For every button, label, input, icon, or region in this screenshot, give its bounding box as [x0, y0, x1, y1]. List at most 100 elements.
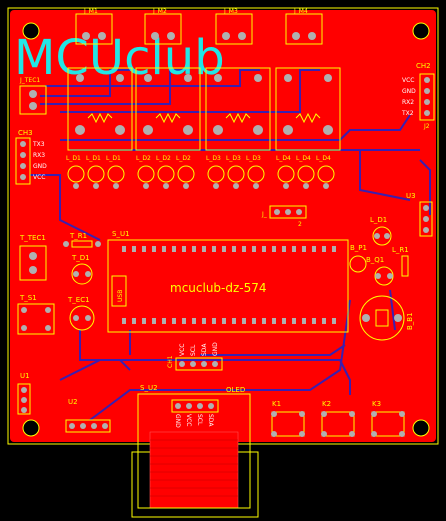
k1-body	[271, 411, 305, 437]
ch3-pad-3	[20, 163, 26, 169]
key-k2: K2	[321, 400, 355, 437]
relay-pad-1a	[82, 32, 90, 40]
t-ec1-pad-1	[73, 315, 79, 321]
motor-led-pad-2c	[183, 183, 189, 189]
small-header-pad-3	[296, 209, 302, 215]
k3-pad-2	[399, 411, 405, 417]
motor-led-2c	[177, 165, 195, 183]
s-u2-label: S_U2	[140, 384, 158, 392]
motor-led-label-1a: L_D1	[66, 155, 81, 162]
b-q1-pad-1	[375, 273, 381, 279]
motor-led-3a	[207, 165, 225, 183]
relay-label-3: J_M3	[223, 8, 238, 15]
k3-body	[371, 411, 405, 437]
relay-pad-1c	[76, 74, 84, 82]
relay-label-4: J_M4	[293, 8, 308, 15]
ch3-pad-4	[20, 174, 26, 180]
small-header-pad-1	[274, 209, 280, 215]
k2-body	[321, 411, 355, 437]
u1-pad-3	[21, 407, 27, 413]
relay-module-4: J_M4	[275, 8, 341, 151]
j-tec1-label: J_TEC1	[19, 77, 40, 84]
l-r1-body	[401, 255, 409, 277]
oled-ribbon	[149, 431, 239, 509]
relay-body-4	[275, 67, 341, 151]
relay-resistor-2	[155, 112, 181, 124]
motor-led-pad-4a	[283, 183, 289, 189]
relay-terminal-3	[215, 13, 253, 45]
oled-pin-4: SDA	[207, 414, 214, 427]
small-header-label: J_	[261, 211, 268, 218]
ch2-pin-2: GND	[402, 88, 416, 95]
relay-module-2: J_M2	[135, 8, 201, 151]
motor-led-1b	[87, 165, 105, 183]
b-q1-label: B_Q1	[366, 256, 384, 264]
motor-led-pad-4b	[303, 183, 309, 189]
motor-led-label-2b: L_D2	[156, 155, 171, 162]
u1-pad-1	[21, 387, 27, 393]
u3-pad-1	[423, 205, 429, 211]
t-ec1-body	[69, 305, 95, 331]
motor-led-pad-2b	[163, 183, 169, 189]
mcu-top-pins	[122, 246, 336, 252]
relay-body-2	[135, 67, 201, 151]
motor-led-label-2c: L_D2	[176, 155, 191, 162]
small-header-pad-2	[285, 209, 291, 215]
k2-pad-2	[349, 411, 355, 417]
oled-pad-1	[175, 403, 181, 409]
l-d1-pad-1	[374, 233, 380, 239]
motor-led-label-1c: L_D1	[106, 155, 121, 162]
relay-body-1	[67, 67, 133, 151]
k1-pad-3	[271, 431, 277, 437]
u1-label: U1	[20, 372, 30, 380]
t-ec1-pad-2	[85, 315, 91, 321]
relay-pad-3a	[222, 32, 230, 40]
oled-pad-3	[197, 403, 203, 409]
t-r1-body	[71, 240, 93, 248]
t-r1: T_R1	[63, 232, 101, 248]
j-tec1-pad-2	[29, 102, 37, 110]
motor-led-label-4a: L_D4	[276, 155, 291, 162]
t-s1-label: T_S1	[19, 294, 37, 302]
ch3-pin-3: GND	[33, 163, 47, 170]
t-d1-body	[71, 263, 93, 285]
oled-pin-3: SCL	[196, 414, 203, 426]
t-r1-label: T_R1	[69, 232, 87, 240]
relay-pad-4f	[323, 125, 333, 135]
ch1-body	[175, 357, 223, 371]
relay-pad-1b	[98, 32, 106, 40]
ch1-label: CH1	[167, 355, 174, 368]
k2-pad-4	[349, 431, 355, 437]
mcu-module: S_U1 USB mcuclub-dz-574	[107, 230, 349, 333]
ch2-designator: J2	[423, 123, 430, 130]
u2: U2	[65, 398, 111, 433]
t-d1: T_D1	[71, 254, 93, 285]
ch3-pin-2: RX3	[33, 152, 45, 159]
oled-ribbon-hatch	[150, 439, 238, 497]
ch3-connector: CH3 TX3 RX3 GND VCC	[15, 129, 47, 185]
l-d1-label: L_D1	[370, 216, 387, 224]
j-tec1-body	[19, 85, 47, 115]
ch1-pad-3	[201, 361, 207, 367]
t-d1-pad-1	[73, 271, 79, 277]
relay-pad-2a	[151, 32, 159, 40]
ch2-pin-3: RX2	[402, 99, 414, 106]
motor-led-group-3: L_D3 L_D3 L_D3	[206, 155, 265, 189]
b-p1-label: B_P1	[350, 244, 367, 252]
relay-pad-3e	[213, 125, 223, 135]
motor-led-pad-4c	[323, 183, 329, 189]
motor-led-label-1b: L_D1	[86, 155, 101, 162]
motor-led-label-4b: L_D4	[296, 155, 311, 162]
k2-label: K2	[322, 400, 331, 408]
u1-pad-2	[21, 397, 27, 403]
l-r1-label: L_R1	[392, 246, 409, 254]
motor-led-4b	[297, 165, 315, 183]
board-copper	[10, 10, 436, 442]
u2-body	[65, 419, 111, 433]
b-b1-pad-1	[362, 314, 370, 322]
k1-pad-4	[299, 431, 305, 437]
b-b1-label: B_B1	[406, 312, 414, 330]
u3: U3	[406, 192, 433, 237]
mcu-usb-area	[111, 275, 127, 307]
